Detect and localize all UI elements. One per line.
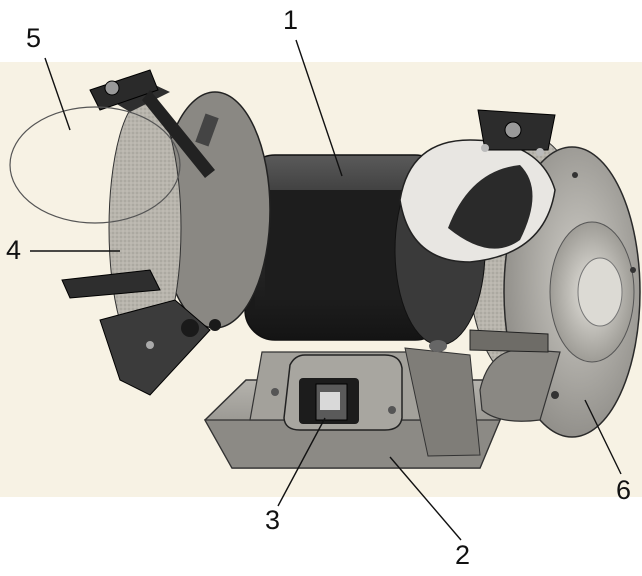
leader-line-3 [277,417,326,507]
callout-label-5: 5 [26,23,42,53]
callout-label-4: 4 [6,235,22,265]
leader-lines [30,39,622,541]
left-eye-shield [9,106,181,224]
leader-line-2 [389,456,462,541]
power-switch [299,378,359,424]
left-wheel-assembly [61,69,271,396]
callout-label-6: 6 [616,475,632,505]
leader-line-5 [44,57,71,131]
callout-label-3: 3 [265,505,281,535]
right-eye-shield [399,109,556,263]
leader-line-6 [584,399,622,475]
callout-label-1: 1 [283,5,299,35]
callout-label-2: 2 [455,540,471,570]
leader-line-1 [295,39,343,177]
